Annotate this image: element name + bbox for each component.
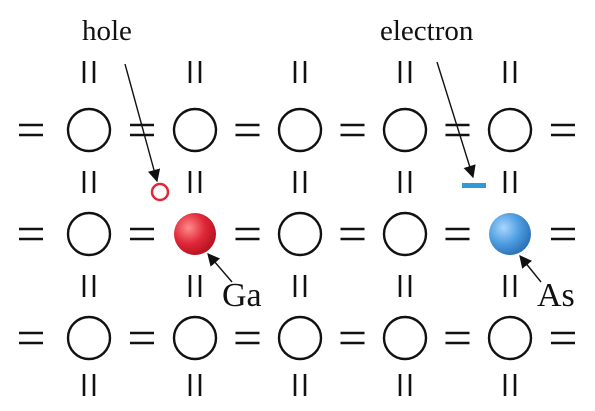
ga-label: Ga [222,277,262,314]
ga-arrow [207,253,233,283]
as-atom [489,213,531,255]
electron-arrow [436,61,476,179]
hole-arrow [124,63,161,183]
electron-label: electron [380,15,474,47]
lattice-atom [172,107,218,153]
atoms-layer [66,107,533,361]
as-label: As [537,277,575,314]
lattice-atom [382,211,428,257]
electron-marker [462,183,486,188]
lattice-atom [66,107,112,153]
lattice-atom [277,211,323,257]
lattice-atom [66,315,112,361]
lattice-atom [487,315,533,361]
lattice-atom [382,315,428,361]
as-arrow [519,255,542,283]
lattice-atom [277,315,323,361]
bonds-layer [19,61,575,396]
lattice-atom [487,107,533,153]
hole-marker [150,182,170,202]
hole-label: hole [82,15,132,47]
lattice-atom [172,315,218,361]
lattice-atom [277,107,323,153]
lattice-atom [382,107,428,153]
lattice-atom [66,211,112,257]
ga-atom [174,213,216,255]
